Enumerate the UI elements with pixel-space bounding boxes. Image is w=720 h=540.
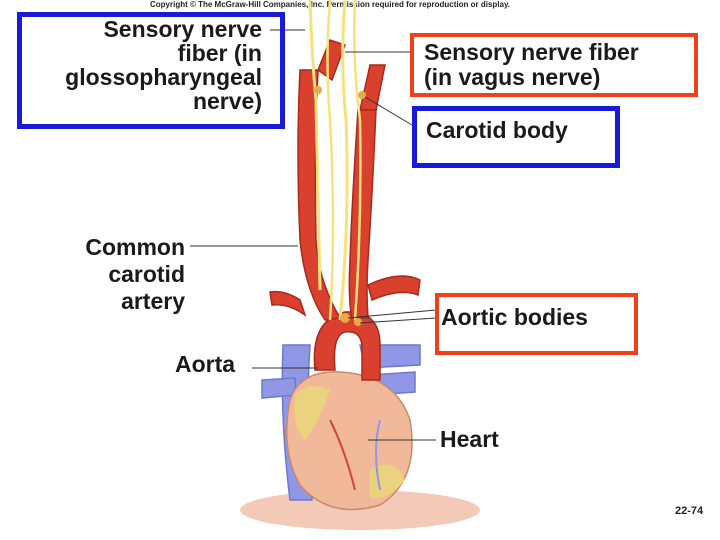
vagus-label: Sensory nerve fiber (in vagus nerve) xyxy=(424,40,639,90)
glossopharyngeal-line-4: nerve) xyxy=(192,88,262,114)
left-vein xyxy=(261,377,297,399)
vagus-highlight-box xyxy=(410,33,698,97)
vagus-nerve-fiber-2 xyxy=(352,0,362,321)
vagus-line-1: Sensory nerve fiber xyxy=(424,39,639,65)
glossopharyngeal-nerve-fiber xyxy=(308,0,322,291)
right-carotid-branch xyxy=(317,39,346,82)
slide-number: 22-74 xyxy=(675,505,704,517)
vagus-nerve-fiber-1 xyxy=(338,0,349,321)
glossopharyngeal-line-1: Sensory nerve xyxy=(103,16,262,42)
carotid-body-highlight-box xyxy=(412,106,620,168)
leader-aortic-bodies-1 xyxy=(347,309,437,319)
glossopharyngeal-highlight-box xyxy=(17,12,285,129)
coronary-vessel-2 xyxy=(375,419,381,491)
aortic-body-marker-2 xyxy=(354,318,362,326)
carotid-body-marker-left xyxy=(314,86,322,94)
glossopharyngeal-line-2: fiber (in xyxy=(177,40,262,66)
leader-carotid-body xyxy=(364,96,413,126)
aorta-label: Aorta xyxy=(175,351,236,377)
brachiocephalic-artery xyxy=(269,290,307,317)
heart-fat-lower xyxy=(370,464,405,499)
common-carotid-line-2: carotid xyxy=(108,261,185,287)
coronary-vessel xyxy=(329,419,356,491)
common-carotid-label: Common carotid artery xyxy=(60,234,185,315)
heart-label: Heart xyxy=(440,426,499,452)
heart-fat xyxy=(294,386,330,440)
left-common-carotid-artery xyxy=(348,109,377,319)
carotid-body-marker xyxy=(358,91,366,99)
common-carotid-line-1: Common xyxy=(85,234,185,260)
carotid-body-label: Carotid body xyxy=(426,117,568,143)
glossopharyngeal-line-3: glossopharyngeal xyxy=(65,64,262,90)
aortic-bodies-label: Aortic bodies xyxy=(441,304,588,330)
common-carotid-line-3: artery xyxy=(121,288,185,314)
vagus-nerve-fiber-3 xyxy=(326,0,335,321)
leader-aortic-bodies-2 xyxy=(359,317,437,324)
aortic-bodies-highlight-box xyxy=(435,293,638,355)
subclavian-artery xyxy=(367,275,421,302)
vagus-line-2: (in vagus nerve) xyxy=(424,64,601,90)
aortic-body-marker xyxy=(340,313,350,323)
left-carotid-branch xyxy=(359,64,386,111)
glossopharyngeal-label: Sensory nerve fiber (in glossopharyngeal… xyxy=(30,17,262,113)
